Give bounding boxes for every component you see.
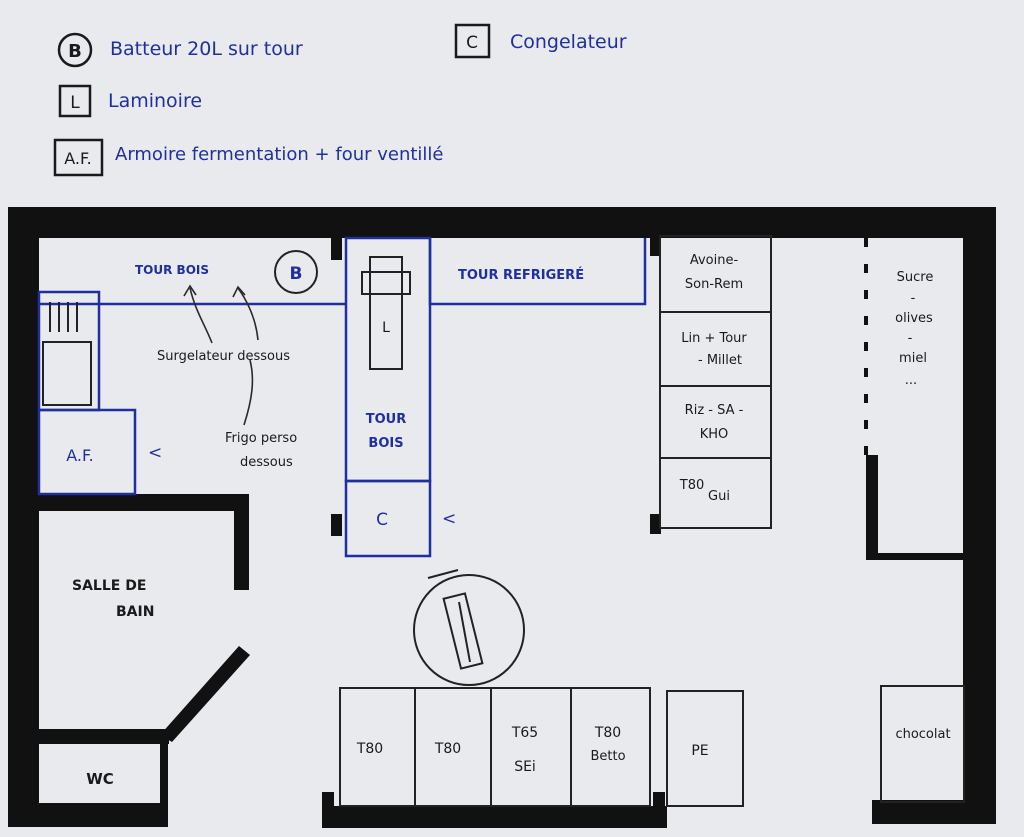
pe-box [666, 690, 744, 807]
shelf-4-line-1: T80 [679, 478, 704, 493]
label-batteur: B [290, 264, 303, 284]
legend-batteur: B Batteur 20L sur tour [57, 32, 303, 68]
wall-bottom-right [872, 800, 996, 824]
label-tour-center-2: BOIS [368, 436, 403, 451]
mixer-arm [442, 592, 484, 670]
congelateur-box [344, 479, 432, 558]
wall-right [963, 207, 996, 807]
legend-congelateur-symbol-box [454, 23, 491, 59]
wall-bathroom-bottom [39, 729, 169, 744]
label-congelateur: C [376, 510, 388, 530]
arrow-af-symbol: < [148, 443, 162, 463]
legend-laminoire: L Laminoire [58, 84, 202, 118]
shelf-1-line-1: Avoine- [690, 253, 739, 268]
door-stub-3 [650, 236, 661, 256]
legend: B Batteur 20L sur tour C Congelateur L L… [53, 23, 627, 177]
label-salle-2: BAIN [116, 604, 154, 620]
legend-laminoire-text: Laminoire [108, 90, 202, 112]
wall-left [8, 207, 39, 827]
legend-batteur-text: Batteur 20L sur tour [110, 38, 303, 60]
chocolat-box [880, 685, 965, 803]
legend-armoire-symbol: A.F. [64, 149, 91, 168]
mixer-arm-inner [458, 601, 471, 663]
partition-right [866, 455, 878, 560]
bin-2-line-1: T80 [434, 741, 461, 757]
shelf-1-line-2: Son-Rem [685, 277, 743, 292]
bin-3-line-1: T65 [511, 725, 538, 741]
wall-top [8, 207, 996, 238]
wall-bathroom-right [234, 494, 249, 590]
legend-congelateur: C Congelateur [454, 23, 627, 59]
bin-4-line-2: Betto [590, 749, 625, 764]
label-frigo-2: dessous [240, 455, 293, 470]
walls [8, 207, 996, 828]
legend-congelateur-text: Congelateur [510, 31, 627, 53]
mixer-handle [427, 569, 459, 579]
bin-row [339, 687, 651, 807]
oven-door [42, 341, 92, 406]
legend-batteur-symbol-circle [57, 32, 93, 68]
bin-3-line-2: SEi [514, 759, 536, 775]
label-chocolat: chocolat [895, 727, 950, 742]
shelf-unit [659, 235, 772, 529]
batteur-circle [274, 250, 318, 294]
right-storage-line-5: miel [899, 351, 927, 366]
black-furniture [42, 235, 965, 807]
shelf-3-line-2: KHO [700, 427, 729, 442]
blue-furniture [37, 236, 647, 558]
arrow-surgelateur-head [183, 284, 197, 297]
wall-bathroom-top [39, 494, 249, 511]
label-salle-1: SALLE DE [72, 578, 146, 594]
door-stub-5 [322, 792, 334, 810]
wall-bottom-center [322, 806, 667, 828]
bin-4-line-1: T80 [594, 725, 621, 741]
plan-labels: TOUR BOIS B TOUR REFRIGERÉ L TOUR BOIS C… [66, 253, 950, 788]
legend-armoire: A.F. Armoire fermentation + four ventill… [53, 138, 444, 177]
right-storage-line-1: Sucre [897, 270, 934, 285]
label-frigo-1: Frigo perso [225, 431, 297, 446]
wall-bottom-left [8, 803, 168, 827]
right-storage-line-4: - [908, 331, 913, 346]
right-storage-line-2: - [911, 291, 916, 306]
door-stub-2 [331, 514, 342, 536]
laminoire-body [369, 256, 403, 370]
door-stub-1 [331, 238, 342, 260]
shelf-4-line-2: Gui [708, 489, 730, 504]
left-unit-box [37, 290, 101, 412]
door-stub-6 [653, 792, 665, 810]
bin-1-line-1: T80 [356, 741, 383, 757]
label-tour-bois-top: TOUR BOIS [135, 263, 209, 277]
legend-armoire-symbol-box [53, 138, 104, 177]
shelf-2-line-1: Lin + Tour [681, 331, 747, 346]
shelf-2-line-2: - Millet [698, 353, 742, 368]
label-wc: WC [86, 770, 114, 788]
legend-laminoire-symbol-box [58, 84, 92, 118]
wall-wc-right [160, 740, 168, 810]
table-circle [413, 574, 525, 686]
laminoire-top [361, 271, 411, 295]
label-pe: PE [691, 743, 708, 759]
label-tour-center-1: TOUR [366, 412, 407, 427]
legend-batteur-symbol: B [68, 41, 82, 62]
right-storage-line-6: ... [905, 373, 917, 388]
pencil-arrows [183, 284, 259, 426]
arrow-frigo-head [232, 285, 246, 298]
label-surgelateur: Surgelateur dessous [157, 349, 290, 364]
partition-right-base [866, 553, 964, 560]
arrow-frigo [237, 287, 259, 426]
legend-congelateur-symbol: C [466, 33, 478, 53]
legend-armoire-text: Armoire fermentation + four ventillé [115, 144, 444, 165]
arrow-surgelateur [189, 287, 213, 344]
label-af: A.F. [66, 446, 93, 465]
legend-laminoire-symbol: L [70, 93, 80, 113]
label-tour-refrigere: TOUR REFRIGERÉ [458, 267, 584, 283]
shelf-3-line-1: Riz - SA - [685, 403, 744, 418]
label-laminoire: L [382, 320, 390, 336]
door-stub-4 [650, 514, 661, 534]
arrow-c-symbol: < [442, 509, 456, 529]
wall-bathroom-diagonal [160, 646, 250, 742]
right-storage-line-3: olives [895, 311, 933, 326]
